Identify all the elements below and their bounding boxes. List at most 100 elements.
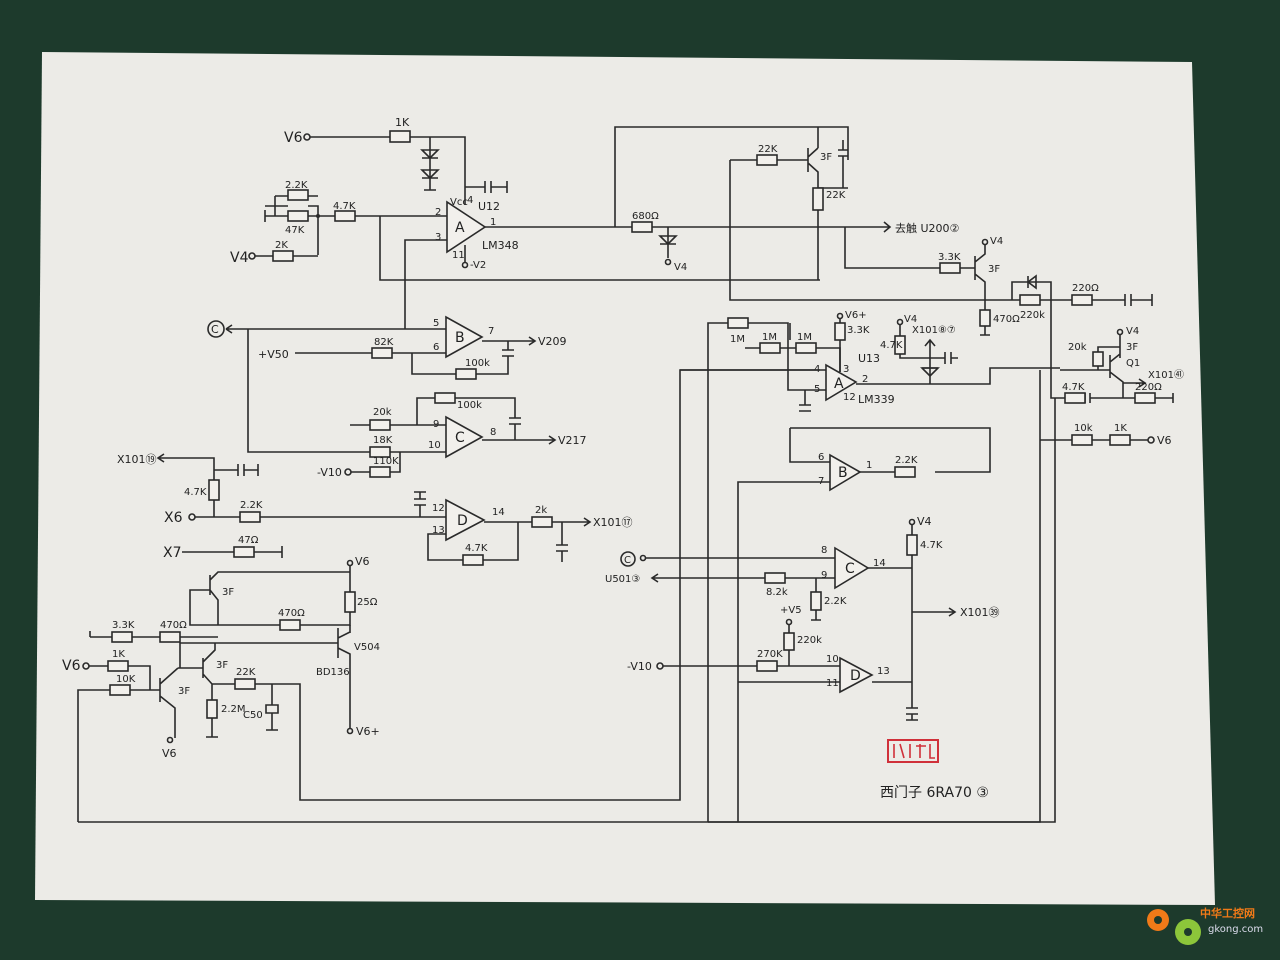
- opamp-u13b: [829, 453, 862, 492]
- component-label: 1M: [797, 332, 812, 343]
- component-label: V504: [354, 642, 380, 653]
- terminal-node: [1184, 928, 1192, 936]
- component-label: 12: [843, 392, 856, 403]
- paper-sheet: [35, 52, 1215, 905]
- component-label: V6+: [845, 310, 867, 321]
- wire: [264, 195, 319, 255]
- wire: [182, 546, 283, 558]
- component-label: Vcc: [450, 197, 468, 208]
- component-label: U13: [858, 352, 880, 365]
- wire: [680, 367, 1060, 412]
- symbol-shape: [920, 367, 940, 378]
- resistor-symbol: [756, 154, 778, 166]
- resistor-symbol: [272, 250, 294, 262]
- component-label: B: [838, 465, 848, 481]
- component-label: C: [624, 555, 631, 566]
- component-label: 20k: [373, 407, 392, 418]
- resistor-symbol: [531, 516, 553, 528]
- v6-label: V6: [284, 130, 303, 146]
- wire: [404, 239, 447, 328]
- component-label: 3.3K: [847, 325, 870, 336]
- component-label: 110K: [373, 456, 399, 467]
- component-label: X101⑲: [117, 453, 157, 466]
- amp-c-section: C 9 10 8 20k 100k 18K 110K -V10 V217: [317, 392, 587, 479]
- component-label: -V10: [627, 660, 652, 673]
- u13cd-section: C U501③ 8.2k 2.2K C 8 9 14 V4 4.7K X101㊴…: [605, 440, 1056, 823]
- resistor-symbol: [371, 347, 393, 359]
- wire: [427, 517, 592, 562]
- component-label: 2.2K: [240, 500, 263, 511]
- component-label: 47K: [285, 225, 305, 236]
- wire: [893, 743, 935, 759]
- resistor-symbol: [107, 660, 129, 672]
- component-label: 7: [818, 476, 824, 487]
- component-label: 4.7K: [465, 543, 488, 554]
- terminal-node: [346, 727, 354, 735]
- symbol-shape: [1026, 274, 1037, 290]
- wire: [465, 181, 508, 193]
- component-label: 2k: [535, 505, 547, 516]
- component-label: 22K: [236, 667, 256, 678]
- resistor-symbol: [1109, 434, 1131, 446]
- component-label: 82K: [374, 337, 394, 348]
- component-label: 2.2K: [824, 596, 847, 607]
- component-label: 13: [432, 525, 445, 536]
- component-label: A: [834, 376, 844, 392]
- component-label: B: [455, 330, 465, 346]
- component-label: 470Ω: [278, 608, 305, 619]
- resistor-symbol: [434, 392, 456, 404]
- component-label: 4.7K: [1062, 382, 1085, 393]
- terminal-node: [316, 214, 320, 218]
- component-label: 3: [843, 364, 849, 375]
- component-label: V4: [904, 314, 917, 325]
- component-label: 10K: [116, 674, 136, 685]
- terminal-node: [1154, 916, 1162, 924]
- component-label: X101⑰: [593, 516, 633, 529]
- symbol-shape: [658, 235, 678, 246]
- wire: [708, 440, 1056, 823]
- component-label: BD136: [316, 667, 350, 678]
- component-label: 1: [490, 217, 496, 228]
- resistor-1k: [389, 130, 411, 143]
- component-label: V217: [558, 434, 587, 447]
- component-label: 8: [490, 427, 496, 438]
- component-label: 8: [821, 545, 827, 556]
- terminal-node: [836, 312, 844, 320]
- wire: [77, 667, 179, 822]
- resistor-symbol: [1071, 434, 1093, 446]
- wire: [730, 127, 848, 189]
- component-label: A: [455, 220, 465, 236]
- resistor-symbol: [111, 631, 133, 643]
- component-label: X6: [164, 510, 183, 526]
- component-label: -V2: [470, 260, 486, 271]
- component-label: 470Ω: [993, 314, 1020, 325]
- resistor-symbol: [159, 631, 181, 643]
- diode-icon: [420, 149, 440, 160]
- component-label: V4: [230, 250, 249, 266]
- component-label: 13: [877, 666, 890, 677]
- component-label: 6: [818, 452, 824, 463]
- terminal-node: [166, 736, 174, 744]
- component-label: C50: [243, 710, 263, 721]
- component-label: 22K: [758, 144, 778, 155]
- component-label: 25Ω: [357, 597, 378, 608]
- u13-section: 1M 1M 1M V6+ 3.3K A 4 5 3 12 2 U13 LM339…: [680, 310, 1060, 822]
- component-label: 3F: [178, 686, 190, 697]
- component-label: LM339: [858, 393, 895, 406]
- component-label: 1M: [730, 334, 745, 345]
- opamp-u12a: [446, 200, 487, 254]
- component-label: C: [845, 561, 855, 577]
- power-section: V6 3F 25Ω 470Ω 3.3K 470Ω V504 BD136 V6+ …: [62, 369, 820, 822]
- component-label: V4: [990, 236, 1003, 247]
- terminal-node: [908, 518, 916, 526]
- component-label: 4.7K: [880, 340, 903, 351]
- wire: [1050, 300, 1065, 440]
- component-label: 1: [866, 460, 872, 471]
- component-label: 1M: [762, 332, 777, 343]
- wire: [206, 684, 279, 738]
- component-label: 4.7K: [333, 201, 356, 212]
- resistor-symbol: [906, 534, 918, 556]
- wire: [156, 453, 259, 517]
- component-label: V4: [1126, 326, 1139, 337]
- resistor-symbol: [462, 554, 484, 566]
